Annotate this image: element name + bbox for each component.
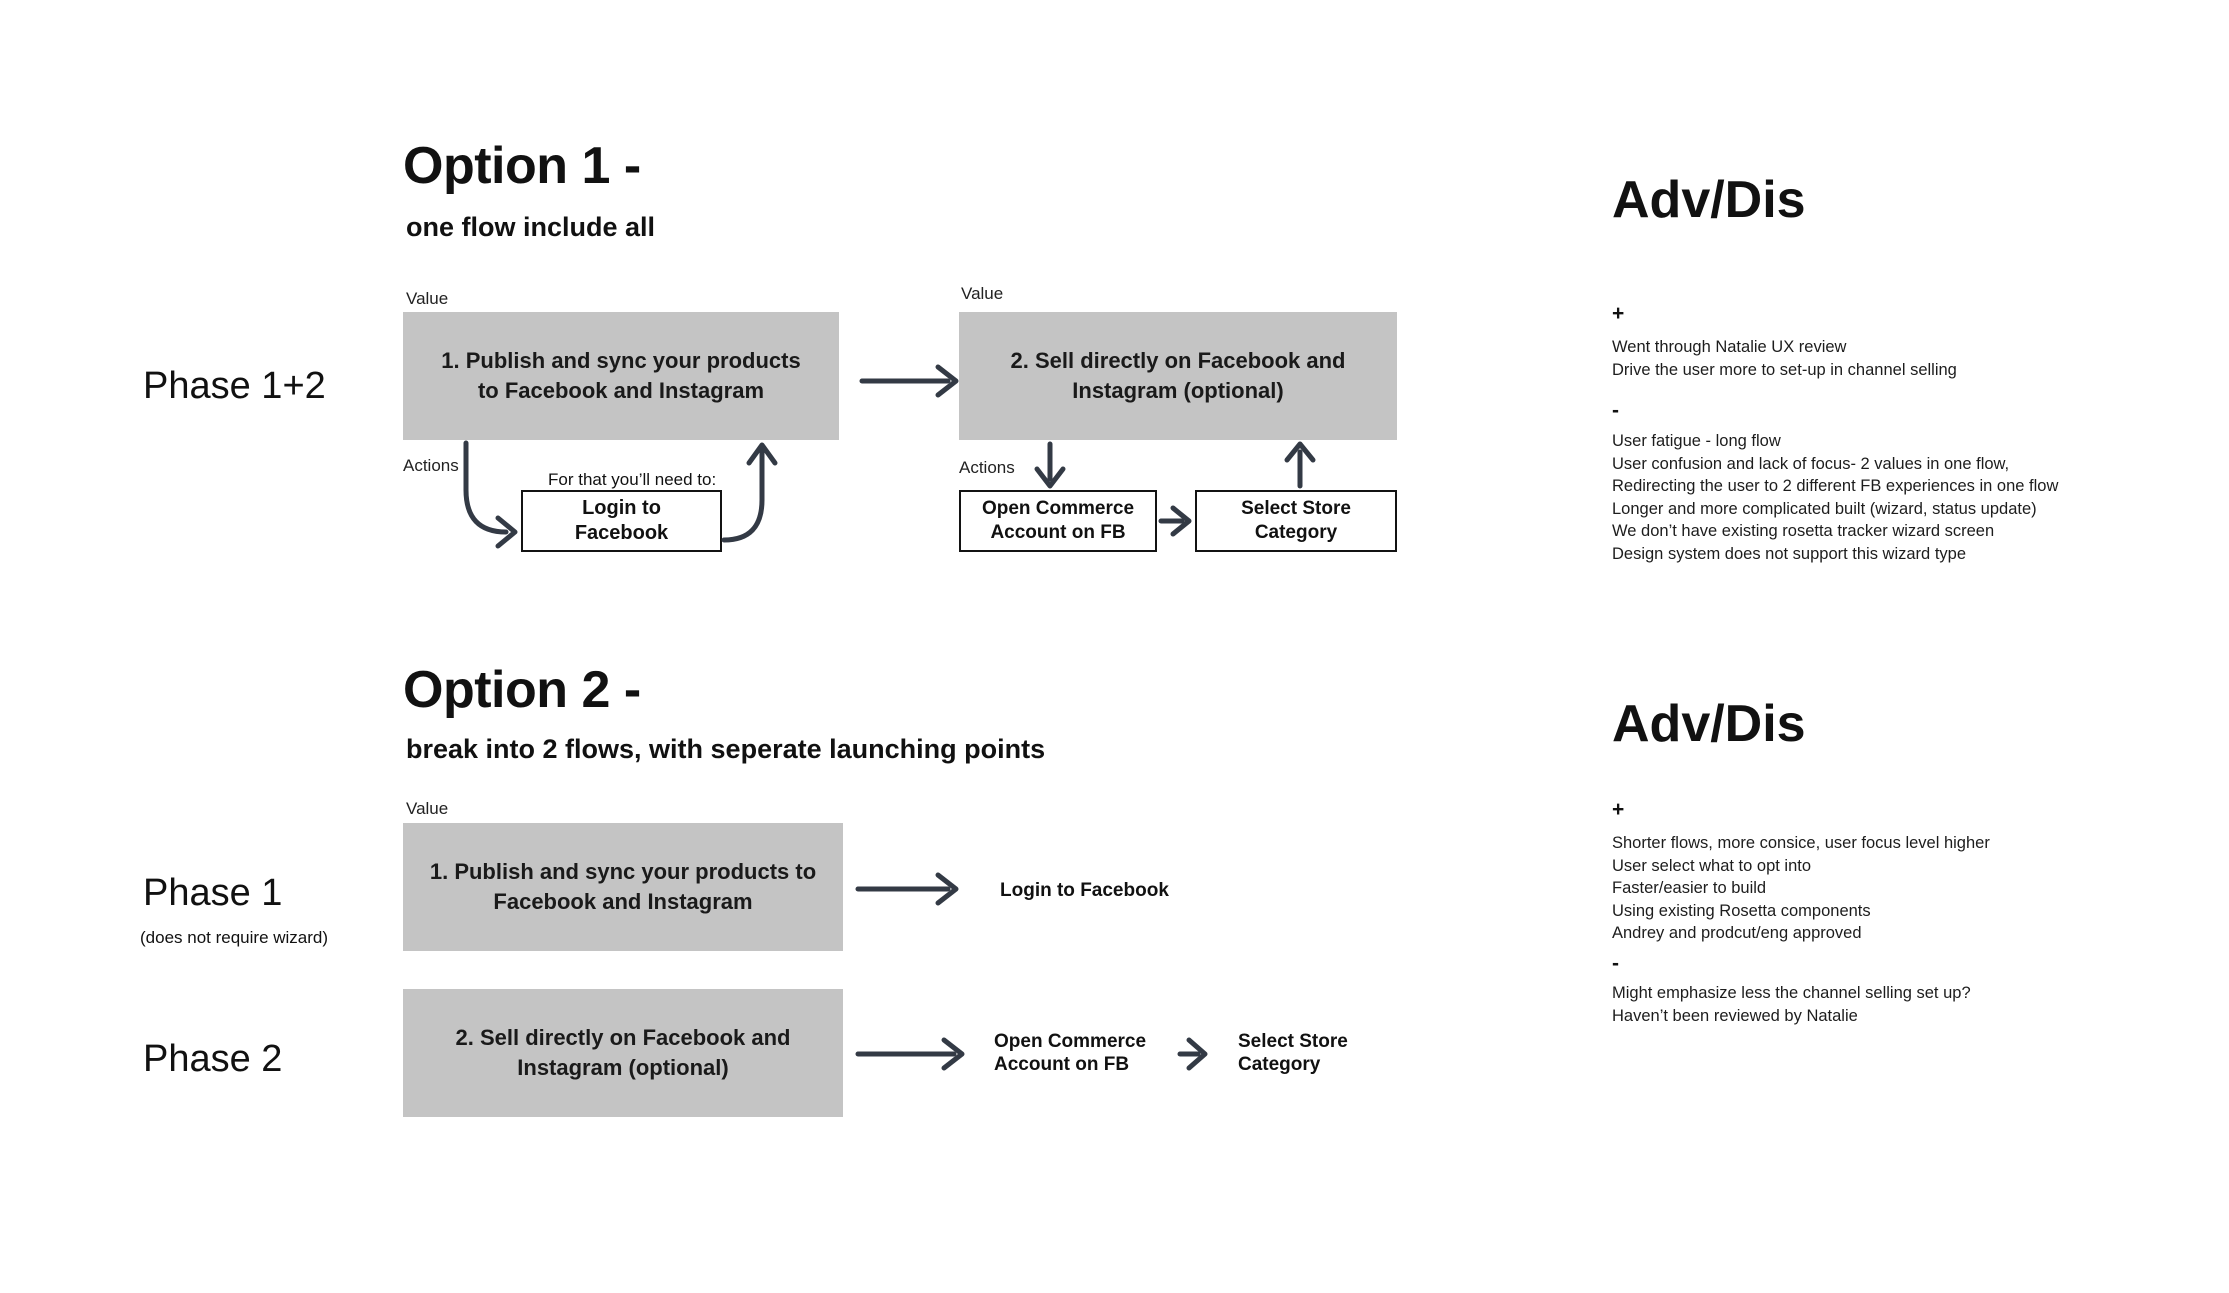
option2-value-label: Value xyxy=(406,799,449,818)
advdis1-minus-list: User fatigue - long flow User confusion … xyxy=(1612,430,2058,565)
advdis-item: Might emphasize less the channel selling… xyxy=(1612,984,1971,1002)
option1-actions-label-2: Actions xyxy=(959,458,1015,477)
flow-node-login-facebook[interactable]: Login to Facebook xyxy=(521,490,722,552)
option1-actions-label-1: Actions xyxy=(403,456,459,475)
advdis-item: Using existing Rosetta components xyxy=(1612,901,1871,920)
phase-2-label: Phase 2 xyxy=(143,1038,283,1080)
advdis-item: Faster/easier to build xyxy=(1612,879,1767,897)
phase-1-label: Phase 1 xyxy=(143,872,283,914)
action-open-commerce: Open Commerce Account on FB xyxy=(994,1031,1147,1075)
arrow-step1-to-step2 xyxy=(859,364,959,398)
advdis2-plus-list: Shorter flows, more consice, user focus … xyxy=(1612,832,1990,945)
advdis-item: Longer and more complicated built (wizar… xyxy=(1612,499,2037,518)
arrow-step1-to-login xyxy=(463,440,518,549)
advdis2-plus-sign: + xyxy=(1612,798,1625,821)
advdis-item: Design system does not support this wiza… xyxy=(1612,544,1967,563)
arrow-login-to-step1 xyxy=(721,442,778,543)
flow-node-sell-directly-2[interactable]: 2. Sell directly on Facebook and Instagr… xyxy=(403,989,843,1117)
arrow-commerce-to-category-2 xyxy=(1177,1037,1208,1071)
advdis2-minus-sign: - xyxy=(1612,952,1619,975)
flow-node-sell-directly[interactable]: 2. Sell directly on Facebook and Instagr… xyxy=(959,312,1397,440)
advdis1-plus-sign: + xyxy=(1612,302,1625,325)
option2-title: Option 2 - xyxy=(403,661,641,719)
advdis-item: Went through Natalie UX review xyxy=(1612,338,1847,356)
advdis-item: Haven’t been reviewed by Natalie xyxy=(1612,1006,1858,1025)
advdis1-title: Adv/Dis xyxy=(1612,171,1806,229)
flow-node-open-commerce[interactable]: Open Commerce Account on FB xyxy=(959,490,1157,552)
arrow-category-to-step2 xyxy=(1284,441,1316,489)
advdis-item: We don’t have existing rosetta tracker w… xyxy=(1612,522,1995,540)
arrow-phase2-to-commerce xyxy=(855,1037,965,1071)
flow-node-publish-sync-2[interactable]: 1. Publish and sync your products to Fac… xyxy=(403,823,843,951)
option1-title: Option 1 - xyxy=(403,137,641,195)
arrow-phase1-to-login xyxy=(855,872,959,906)
advdis-item: Andrey and prodcut/eng approved xyxy=(1612,924,1862,942)
advdis2-title: Adv/Dis xyxy=(1612,695,1806,753)
arrow-commerce-to-category xyxy=(1158,505,1192,537)
need-note: For that you’ll need to: xyxy=(548,470,717,489)
phase-1-note: (does not require wizard) xyxy=(140,928,329,947)
option1-subtitle: one flow include all xyxy=(406,212,656,242)
advdis-item: User select what to opt into xyxy=(1612,856,1812,875)
option1-value-label-1: Value xyxy=(406,289,449,308)
phase-1-2-label: Phase 1+2 xyxy=(143,365,326,407)
flow-node-select-category[interactable]: Select Store Category xyxy=(1195,490,1397,552)
advdis2-minus-list: Might emphasize less the channel selling… xyxy=(1612,982,1971,1027)
flow-node-publish-sync[interactable]: 1. Publish and sync your products to Fac… xyxy=(403,312,839,440)
advdis-item: Redirecting the user to 2 different FB e… xyxy=(1612,477,2059,495)
action-select-category: Select Store Category xyxy=(1238,1031,1348,1075)
option2-subtitle: break into 2 flows, with seperate launch… xyxy=(406,734,1046,764)
option1-value-label-2: Value xyxy=(961,284,1004,303)
advdis-item: User fatigue - long flow xyxy=(1612,432,1781,450)
advdis-item: Shorter flows, more consice, user focus … xyxy=(1612,834,1990,852)
advdis1-plus-list: Went through Natalie UX review Drive the… xyxy=(1612,336,1957,381)
advdis1-minus-sign: - xyxy=(1612,399,1619,422)
advdis-item: User confusion and lack of focus- 2 valu… xyxy=(1612,454,2010,473)
advdis-item: Drive the user more to set-up in channel… xyxy=(1612,360,1957,379)
action-login-facebook: Login to Facebook xyxy=(1000,880,1169,901)
arrow-step2-to-commerce xyxy=(1034,441,1066,489)
